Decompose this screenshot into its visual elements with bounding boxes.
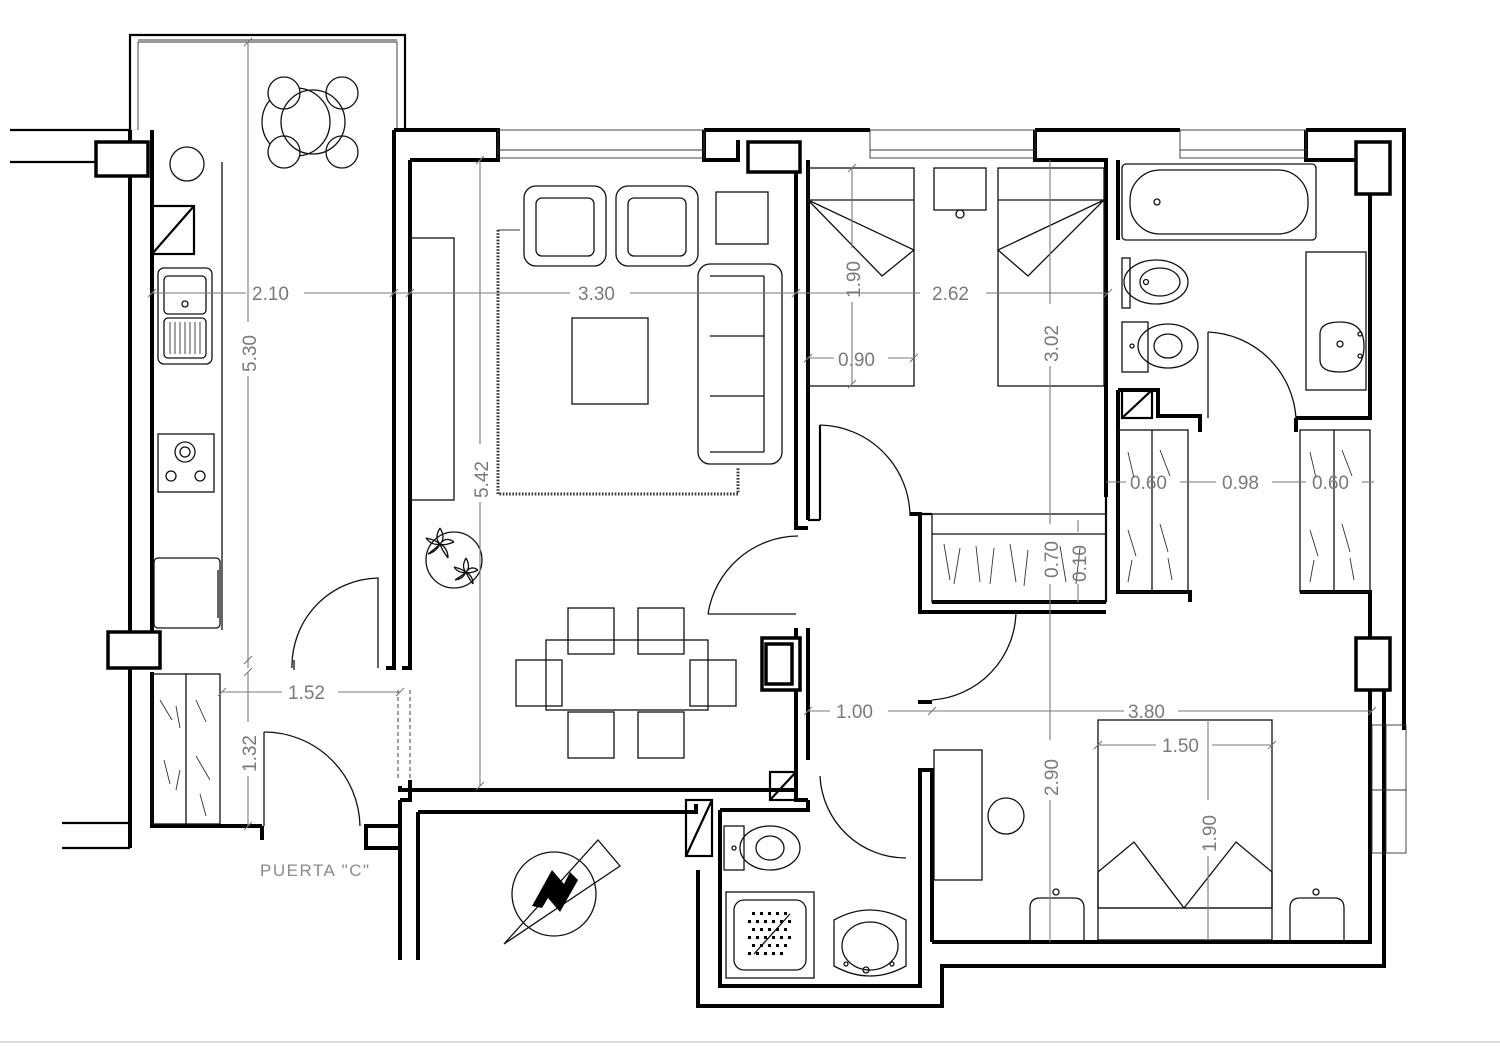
small-bathroom bbox=[723, 825, 907, 979]
dim-corridor-width: 1.00 bbox=[836, 702, 873, 723]
living-room-furniture bbox=[409, 185, 799, 759]
dimension-labels: 2.10 3.30 2.62 5.30 5.42 1.90 0.90 3.02 … bbox=[240, 261, 1349, 852]
dim-single-bed-length: 1.90 bbox=[844, 261, 865, 298]
dim-bedroom2-width: 2.62 bbox=[932, 284, 969, 305]
entrance-door-label: PUERTA "C" bbox=[260, 861, 371, 880]
dim-entrance-closet: 1.32 bbox=[240, 735, 261, 772]
dim-living-length: 5.42 bbox=[472, 461, 493, 498]
bedroom2-furniture bbox=[807, 167, 1107, 603]
walls bbox=[10, 33, 1407, 1008]
dim-master-width: 3.80 bbox=[1128, 702, 1165, 723]
master-bedroom bbox=[819, 611, 1345, 941]
dim-master-length: 2.90 bbox=[1042, 759, 1063, 796]
dim-closet-small: 0.10 bbox=[1070, 545, 1091, 582]
dim-living-width: 3.30 bbox=[578, 284, 615, 305]
dim-hall-width: 0.98 bbox=[1222, 473, 1259, 494]
terrace-table bbox=[261, 76, 359, 169]
main-bathroom bbox=[1117, 163, 1371, 593]
dim-double-bed-width: 1.50 bbox=[1162, 736, 1199, 757]
shafts bbox=[150, 204, 1154, 858]
north-compass-icon bbox=[503, 839, 621, 945]
dim-wardrobe-right: 0.60 bbox=[1312, 473, 1349, 494]
entrance-door bbox=[263, 577, 379, 827]
dimension-lines bbox=[147, 37, 1377, 942]
dim-kitchen-width: 2.10 bbox=[252, 284, 289, 305]
shower-drain-grid bbox=[748, 912, 791, 955]
kitchen-counter bbox=[153, 146, 223, 630]
pillars bbox=[94, 140, 1392, 692]
dim-bedroom2-length: 3.02 bbox=[1042, 325, 1063, 362]
dim-double-bed-length: 1.90 bbox=[1200, 815, 1221, 852]
dim-kitchen-length: 5.30 bbox=[240, 335, 261, 372]
dim-single-bed-width: 0.90 bbox=[838, 350, 875, 371]
dim-closet-depth: 0.70 bbox=[1042, 541, 1063, 578]
dim-entrance-width: 1.52 bbox=[288, 683, 325, 704]
entrance-closet bbox=[151, 673, 221, 825]
dim-wardrobe-left: 0.60 bbox=[1130, 473, 1167, 494]
